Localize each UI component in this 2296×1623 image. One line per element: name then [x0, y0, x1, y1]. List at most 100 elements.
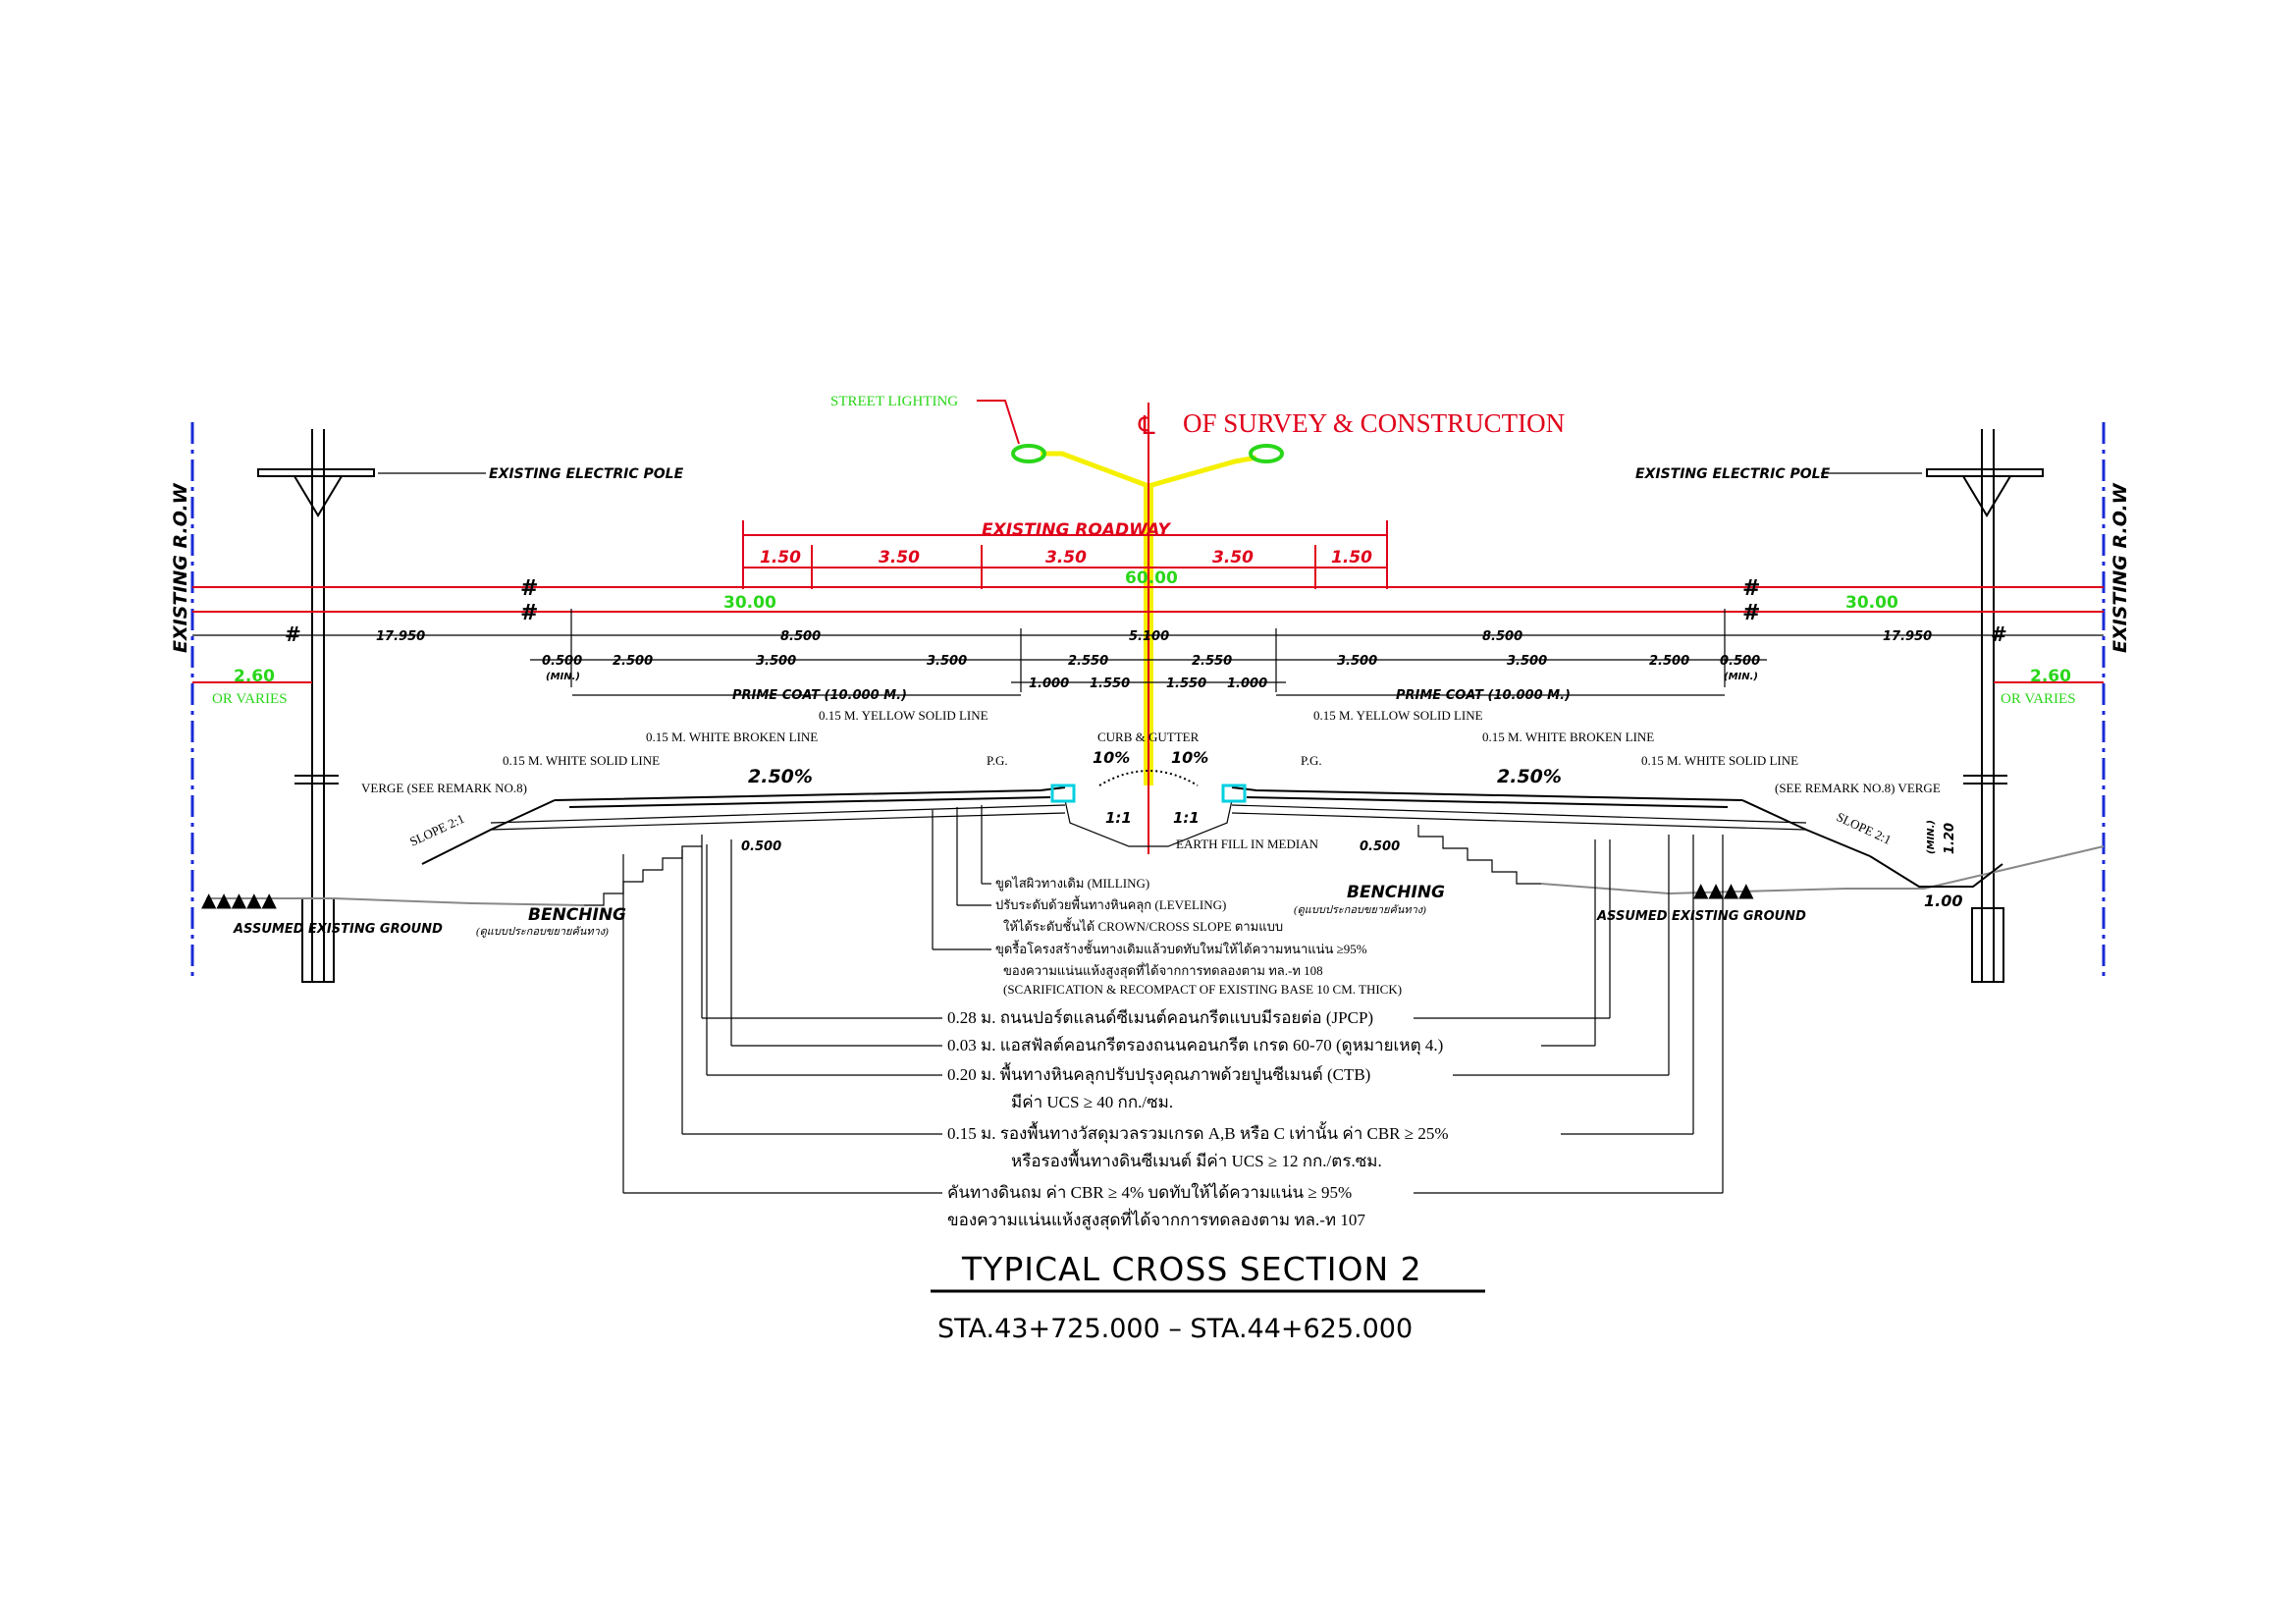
- lane-dim-9: 2.500: [1649, 654, 1689, 669]
- electric-pole-label-left: EXISTING ELECTRIC POLE: [489, 466, 684, 482]
- ground-label-left: ASSUMED EXISTING GROUND: [233, 922, 443, 937]
- electric-pole-label-right: EXISTING ELECTRIC POLE: [1635, 466, 1831, 482]
- min-label-right: (MIN.): [1724, 672, 1758, 682]
- note-jpcp: 0.28 ม. ถนนปอร์ตแลนด์ซีเมนต์คอนกรีตแบบมี…: [947, 1008, 1373, 1027]
- outer-right-dim: 17.950: [1883, 629, 1932, 644]
- note-scarify-en: (SCARIFICATION & RECOMPACT OF EXISTING B…: [1003, 982, 1402, 997]
- benching-right-label: BENCHING: [1347, 883, 1445, 902]
- roadway-dim-4: 3.50: [1212, 548, 1254, 568]
- lane-dim-1: 0.500: [542, 654, 582, 669]
- note-ctb: 0.20 ม. พื้นทางหินคลุกปรับปรุงคุณภาพด้วย…: [947, 1062, 1370, 1085]
- benching-left-label: BENCHING: [528, 905, 626, 925]
- bench-dim-right: 0.500: [1360, 839, 1400, 854]
- note-crown: ให้ได้ระดับชั้นได้ CROWN/CROSS SLOPE ตาม…: [1003, 917, 1283, 934]
- street-light: [977, 400, 1284, 785]
- inner-dim-1: 1.000: [1029, 676, 1069, 691]
- existing-roadway-dims: [742, 520, 1388, 589]
- median-dim: 5.100: [1129, 629, 1169, 644]
- row-label-right: EXISTING R.O.W: [2109, 482, 2131, 653]
- white-solid-label-right: 0.15 M. WHITE SOLID LINE: [1641, 753, 1798, 768]
- benching-left: [584, 835, 703, 906]
- pg-left: P.G.: [987, 753, 1008, 768]
- verge-right: (SEE REMARK NO.8) VERGE: [1775, 781, 1941, 795]
- offset-right: 2.60: [2030, 667, 2071, 686]
- earth-fill-label: EARTH FILL IN MEDIAN: [1176, 837, 1319, 851]
- carriage-left-dim: 8.500: [780, 629, 821, 644]
- lane-dim-2: 2.500: [613, 654, 653, 669]
- benching-note-right: (ดูแบบประกอบขยายคันทาง): [1294, 904, 1426, 916]
- side-slope-left: SLOPE 2:1: [407, 811, 466, 849]
- lane-dim-6: 2.550: [1192, 654, 1232, 669]
- svg-text:#: #: [520, 601, 538, 625]
- ditch-width: 1.00: [1924, 892, 1962, 910]
- lane-dim-7: 3.500: [1337, 654, 1377, 669]
- svg-text:▲▲▲▲▲: ▲▲▲▲▲: [201, 888, 278, 911]
- outer-left-dim: 17.950: [376, 629, 425, 644]
- svg-text:#: #: [285, 622, 301, 646]
- benching-note-left: (ดูแบบประกอบขยายคันทาง): [476, 926, 609, 938]
- or-varies-right: OR VARIES: [2001, 691, 2076, 707]
- note-ac: 0.03 ม. แอสฟัลต์คอนกรีตรองถนนคอนกรีต เกร…: [947, 1036, 1443, 1055]
- note-embankment-density: ของความแน่นแห้งสูงสุดที่ได้จากการทดลองตา…: [947, 1208, 1365, 1230]
- note-scarify-th: ขุดรื้อโครงสร้างชั้นทางเดิมแล้วบดทับใหม่…: [995, 940, 1367, 957]
- ditch-right: [1869, 855, 2003, 888]
- station-range: STA.43+725.000 – STA.44+625.000: [937, 1314, 1413, 1344]
- median-slope-right: 10%: [1171, 748, 1208, 767]
- slope-left: 2.50%: [748, 766, 813, 787]
- lane-dim-5: 2.550: [1068, 654, 1108, 669]
- row-half-left: 30.00: [723, 593, 776, 613]
- existing-roadway-label: EXISTING ROADWAY: [982, 520, 1171, 540]
- prime-coat-right: PRIME COAT (10.000 M.): [1396, 688, 1571, 703]
- note-embankment: คันทางดินถม ค่า CBR ≥ 4% บดทับให้ได้ความ…: [947, 1182, 1352, 1202]
- curb-label: CURB & GUTTER: [1097, 730, 1200, 744]
- lane-dim-10: 0.500: [1720, 654, 1760, 669]
- ground-line-left: [206, 897, 585, 906]
- svg-text:#: #: [1742, 601, 1760, 625]
- prime-coat-left: PRIME COAT (10.000 M.): [732, 688, 907, 703]
- svg-text:#: #: [1742, 576, 1760, 601]
- slope-1-1-right: 1:1: [1173, 809, 1200, 827]
- carriage-right-dim: 8.500: [1482, 629, 1522, 644]
- roadway-dim-3: 3.50: [1045, 548, 1087, 568]
- slope-1-1-left: 1:1: [1105, 809, 1132, 827]
- offset-left: 2.60: [234, 667, 275, 686]
- electric-pole-right: [1821, 429, 2044, 983]
- svg-text:▲▲▲▲: ▲▲▲▲: [1693, 878, 1754, 901]
- benching-right: [1417, 825, 1541, 885]
- min-label-left: (MIN.): [546, 672, 580, 682]
- centerline-symbol: ℄: [1138, 411, 1155, 440]
- electric-pole-left: [257, 429, 486, 983]
- ditch-depth: 1.20: [1943, 823, 1957, 854]
- white-broken-label-left: 0.15 M. WHITE BROKEN LINE: [646, 730, 818, 744]
- note-subbase: 0.15 ม. รองพื้นทางวัสดุมวลรวมเกรด A,B หร…: [947, 1121, 1449, 1144]
- centerline-label: OF SURVEY & CONSTRUCTION: [1183, 408, 1565, 438]
- pg-right: P.G.: [1301, 753, 1322, 768]
- inner-dim-2: 1.550: [1090, 676, 1130, 691]
- drawing-title: TYPICAL CROSS SECTION 2: [961, 1250, 1422, 1288]
- bench-dim-left: 0.500: [741, 839, 781, 854]
- svg-text:#: #: [520, 576, 538, 601]
- lane-dim-3: 3.500: [756, 654, 796, 669]
- side-slope-right: SLOPE 2:1: [1835, 809, 1894, 847]
- row-total: 60.00: [1125, 568, 1178, 588]
- roadway-dim-5: 1.50: [1331, 548, 1372, 568]
- median-slope-left: 10%: [1093, 748, 1130, 767]
- roadway-dim-2: 3.50: [879, 548, 920, 568]
- note-soil-cement: หรือรองพื้นทางดินซีเมนต์ มีค่า UCS ≥ 12 …: [1011, 1149, 1382, 1170]
- inner-dim-4: 1.000: [1227, 676, 1267, 691]
- ground-label-right: ASSUMED EXISTING GROUND: [1596, 909, 1806, 924]
- white-broken-label-right: 0.15 M. WHITE BROKEN LINE: [1482, 730, 1654, 744]
- verge-left: VERGE (SEE REMARK NO.8): [361, 781, 527, 795]
- street-lighting-label: STREET LIGHTING: [830, 394, 958, 409]
- note-leveling: ปรับระดับด้วยพื้นทางหินคลุก (LEVELING): [995, 895, 1226, 913]
- white-solid-label-left: 0.15 M. WHITE SOLID LINE: [503, 753, 660, 768]
- yellow-line-label-right: 0.15 M. YELLOW SOLID LINE: [1313, 708, 1483, 723]
- or-varies-left: OR VARIES: [212, 691, 288, 707]
- leader-lines: [622, 805, 1724, 1194]
- ground-line-right: [1540, 845, 2105, 895]
- lane-dim-8: 3.500: [1507, 654, 1547, 669]
- row-half-right: 30.00: [1845, 593, 1898, 613]
- lane-dim-4: 3.500: [927, 654, 967, 669]
- slope-right: 2.50%: [1497, 766, 1562, 787]
